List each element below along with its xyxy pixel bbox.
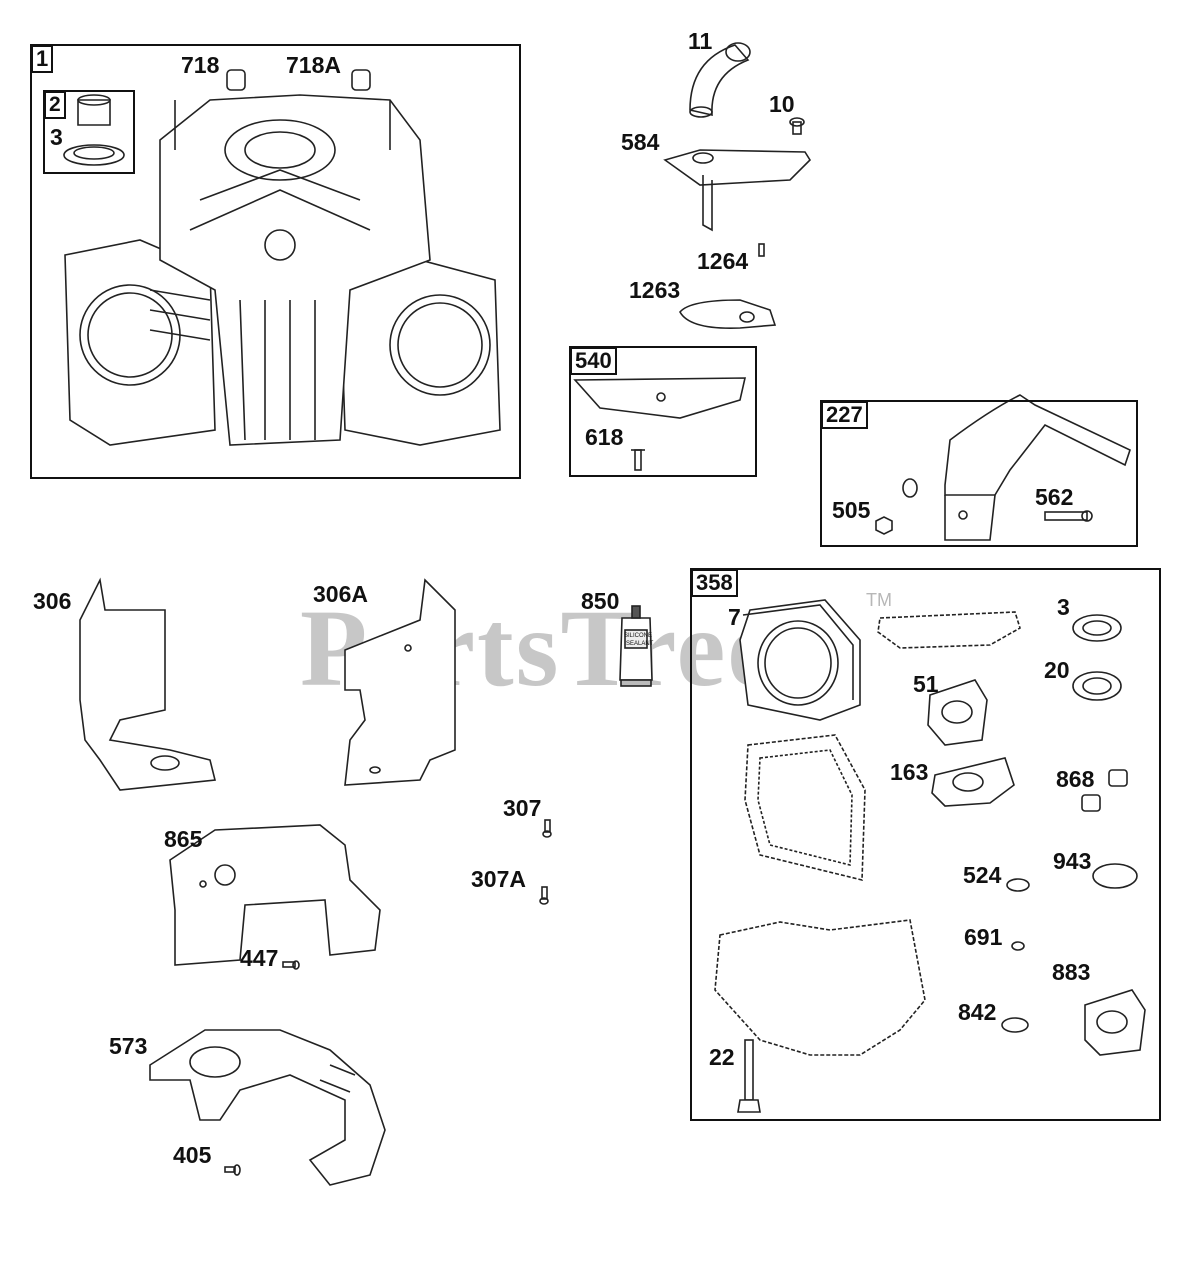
group-box-1: 1 xyxy=(30,44,521,479)
sealant-tube-drawing xyxy=(619,605,653,687)
group-box-227: 227 xyxy=(820,400,1138,547)
group-tag-540: 540 xyxy=(570,347,617,375)
part-label-868: 868 xyxy=(1056,766,1095,792)
part-label-163: 163 xyxy=(890,759,929,785)
part-label-306: 306 xyxy=(33,588,72,614)
part-label-306a: 306A xyxy=(313,581,368,607)
part-label-618: 618 xyxy=(585,424,624,450)
part-label-307: 307 xyxy=(503,795,542,821)
tube-text-line2: SEALANT xyxy=(626,641,654,647)
shroud-573-drawing xyxy=(149,1029,386,1186)
part-label-524: 524 xyxy=(963,862,1002,888)
part-label-943: 943 xyxy=(1053,848,1092,874)
group-tag-227: 227 xyxy=(821,401,868,429)
part-label-850: 850 xyxy=(581,588,620,614)
part-label-10: 10 xyxy=(769,91,795,117)
part-label-1264: 1264 xyxy=(697,248,749,274)
group-tag-358: 358 xyxy=(691,569,738,597)
gasket-set-drawing xyxy=(714,599,1146,1113)
part-label-3-kit: 3 xyxy=(1057,594,1070,620)
trademark-symbol: TM xyxy=(866,590,892,610)
part-label-842: 842 xyxy=(958,999,997,1025)
group-tag-1: 1 xyxy=(31,45,54,73)
tube-text-line1: SILICONE xyxy=(624,633,653,639)
part-label-22: 22 xyxy=(709,1044,735,1070)
part-label-20: 20 xyxy=(1044,657,1070,683)
screws-drawing xyxy=(224,819,552,1176)
bracket-drawing xyxy=(875,394,1131,541)
group-box-2: 2 xyxy=(43,90,135,174)
bushing-seal-drawing xyxy=(63,94,125,166)
part-label-51: 51 xyxy=(913,671,939,697)
part-label-505: 505 xyxy=(832,497,871,523)
part-label-7: 7 xyxy=(728,604,741,630)
part-label-11: 11 xyxy=(688,28,713,54)
part-label-3: 3 xyxy=(50,124,63,150)
part-label-447: 447 xyxy=(240,945,279,971)
breather-drawing xyxy=(663,42,812,329)
part-label-562: 562 xyxy=(1035,484,1074,510)
part-label-307a: 307A xyxy=(471,866,526,892)
part-label-883: 883 xyxy=(1052,959,1091,985)
part-label-1263: 1263 xyxy=(629,277,681,303)
shields-drawing xyxy=(79,577,456,791)
part-label-718a: 718A xyxy=(286,52,341,78)
group-box-540: 540 xyxy=(569,346,757,477)
part-label-584: 584 xyxy=(621,129,660,155)
group-box-358: 358 xyxy=(690,568,1161,1121)
part-label-405: 405 xyxy=(173,1142,212,1168)
part-label-718: 718 xyxy=(181,52,220,78)
part-label-865: 865 xyxy=(164,826,203,852)
deflector-drawing xyxy=(573,377,747,471)
part-label-573: 573 xyxy=(109,1033,148,1059)
shield-865-drawing xyxy=(169,824,381,966)
cylinder-block-drawing xyxy=(64,69,501,446)
group-tag-2: 2 xyxy=(44,91,66,119)
part-label-691: 691 xyxy=(964,924,1003,950)
